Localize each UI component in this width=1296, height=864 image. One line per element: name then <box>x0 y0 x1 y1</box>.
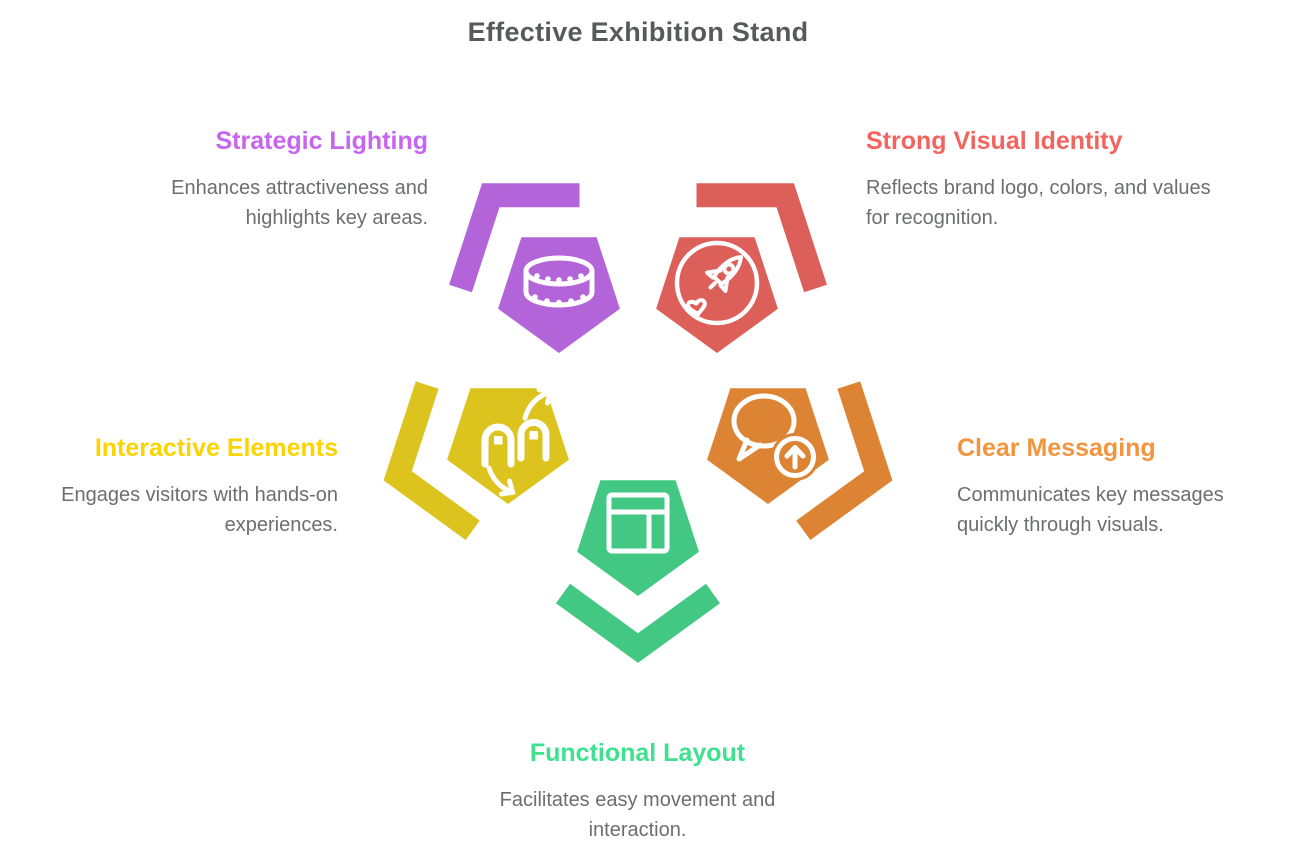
layout-wireframe-icon <box>606 492 670 554</box>
item-label: Interactive Elements <box>94 434 338 462</box>
strategic-lighting-graphic <box>449 183 620 353</box>
item-description: Enhances attractiveness and highlights k… <box>171 177 428 229</box>
chevron-band <box>383 381 480 541</box>
item-shape-strong-visual-identity <box>582 152 852 422</box>
clear-messaging-graphic <box>707 381 893 541</box>
pentagon-shape <box>577 480 699 596</box>
item-text-strong-visual-identity: Strong Visual Identity Reflects brand lo… <box>866 126 1211 233</box>
chevron-band <box>555 583 721 663</box>
item-text-interactive-elements: Interactive Elements Engages visitors wi… <box>18 433 338 540</box>
item-label: Clear Messaging <box>957 434 1156 462</box>
item-shape-clear-messaging <box>633 303 903 573</box>
item-description: Facilitates easy movement and interactio… <box>499 789 776 841</box>
chevron-band <box>449 183 580 293</box>
page-title: Effective Exhibition Stand <box>467 17 809 47</box>
pentagon-shape <box>656 237 778 353</box>
swap-arches-icon <box>481 387 554 497</box>
interactive-elements-graphic <box>383 381 569 541</box>
speech-bubble-up-arrow-icon <box>731 393 819 481</box>
chevron-band <box>796 381 893 541</box>
item-shape-strategic-lighting <box>424 152 694 422</box>
item-shape-functional-layout <box>503 395 773 665</box>
item-text-strategic-lighting: Strategic Lighting Enhances attractivene… <box>123 126 428 233</box>
item-shape-interactive-elements <box>373 303 643 573</box>
ring-light-icon <box>523 255 595 308</box>
rocket-heart-badge-icon <box>674 240 760 326</box>
item-label: Strong Visual Identity <box>866 127 1123 155</box>
item-label: Functional Layout <box>529 739 746 767</box>
strong-visual-identity-graphic <box>656 183 827 353</box>
chevron-band <box>696 183 827 293</box>
item-text-functional-layout: Functional Layout Facilitates easy movem… <box>470 738 805 845</box>
item-text-clear-messaging: Clear Messaging Communicates key message… <box>957 433 1242 540</box>
item-description: Engages visitors with hands-on experienc… <box>61 484 338 536</box>
item-label: Strategic Lighting <box>215 127 429 155</box>
item-description: Communicates key messages quickly throug… <box>957 484 1224 536</box>
item-description: Reflects brand logo, colors, and values … <box>866 177 1211 229</box>
functional-layout-graphic <box>555 480 721 663</box>
